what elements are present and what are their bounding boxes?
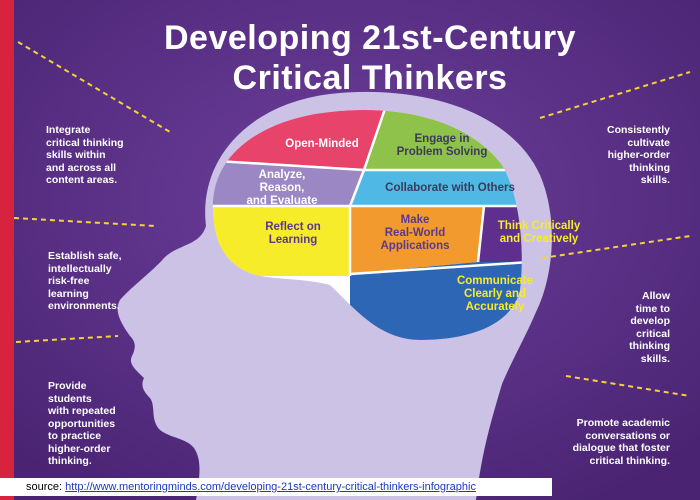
label-reflect: Reflect on Learning bbox=[265, 221, 321, 246]
label-think-critically: Think Critically and Creatively bbox=[497, 220, 581, 245]
segment-make-real-world bbox=[350, 206, 484, 274]
note-establish: Establish safe, intellectually risk-free… bbox=[48, 250, 122, 312]
title-line-2: Critical Thinkers bbox=[232, 59, 508, 97]
segment-reflect bbox=[212, 206, 350, 276]
label-open-minded: Open-Minded bbox=[285, 138, 359, 150]
source-credit: source: http://www.mentoringminds.com/de… bbox=[0, 478, 552, 496]
note-integrate: Integrate critical thinking skills withi… bbox=[46, 124, 124, 186]
label-communicate: Communicate Clearly and Accurately bbox=[456, 275, 534, 313]
label-analyze: Analyze, Reason, and Evaluate bbox=[246, 169, 318, 207]
label-make-real-world: Make Real-World Applications bbox=[380, 214, 450, 252]
note-provide: Provide students with repeated opportuni… bbox=[48, 380, 116, 467]
connector-lines bbox=[13, 41, 691, 397]
segment-communicate bbox=[350, 262, 522, 340]
segment-collaborate bbox=[352, 170, 522, 206]
segment-think-critically bbox=[478, 206, 522, 262]
note-allow: Allow time to develop critical thinking … bbox=[629, 290, 670, 365]
label-engage: Engage in Problem Solving bbox=[396, 133, 488, 158]
source-link[interactable]: http://www.mentoringminds.com/developing… bbox=[65, 481, 476, 493]
note-promote: Promote academic conversations or dialog… bbox=[572, 417, 670, 467]
note-consistently: Consistently cultivate higher-order thin… bbox=[606, 124, 670, 186]
label-collaborate: Collaborate with Others bbox=[385, 182, 515, 194]
segment-analyze bbox=[212, 160, 364, 206]
source-label: source: bbox=[26, 481, 63, 493]
left-stripe bbox=[0, 0, 14, 500]
title-line-1: Developing 21st-Century bbox=[163, 19, 577, 57]
